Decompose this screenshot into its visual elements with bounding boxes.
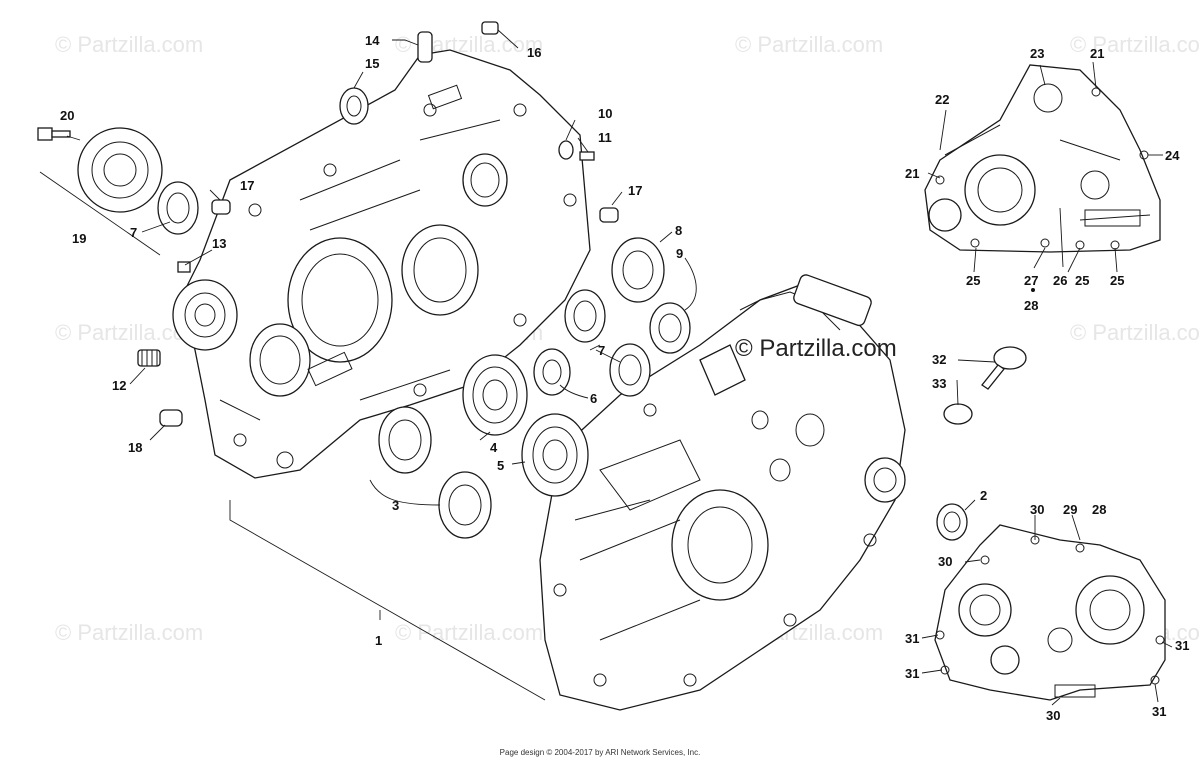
inset-crankcase-bottom-right — [934, 524, 1166, 701]
callout-31-b: 31 — [905, 666, 919, 681]
callout-3: 3 — [392, 498, 399, 513]
callout-10: 10 — [598, 106, 612, 121]
bearing-7-center — [564, 289, 651, 397]
callout-22: 22 — [935, 92, 949, 107]
dot-28 — [1031, 288, 1035, 292]
screw-11 — [579, 151, 595, 161]
o-ring-33 — [943, 403, 973, 425]
bearing-7-left — [157, 181, 199, 235]
dowel-18 — [159, 409, 183, 427]
oil-seal-housing-19 — [77, 127, 163, 213]
callout-26: 26 — [1053, 273, 1067, 288]
callout-31-c: 31 — [1175, 638, 1189, 653]
callout-27: 27 — [1024, 273, 1038, 288]
callout-7-left: 7 — [130, 225, 137, 240]
cap-16 — [481, 21, 499, 35]
dowel-pin-17-right — [599, 207, 619, 223]
dowel-pin-17-left — [211, 199, 231, 215]
small-parts — [37, 21, 1027, 541]
callout-9: 9 — [676, 246, 683, 261]
washer-10 — [558, 140, 574, 160]
bearing-8 — [611, 237, 665, 303]
callout-29: 29 — [1063, 502, 1077, 517]
watermark: © Partzilla.com — [395, 620, 543, 645]
callout-7-center: 7 — [598, 343, 605, 358]
callout-30-bottom: 30 — [1046, 708, 1060, 723]
callout-5: 5 — [497, 458, 504, 473]
callout-19: 19 — [72, 231, 86, 246]
callout-31-a: 31 — [905, 631, 919, 646]
bearing-6 — [533, 348, 571, 396]
callout-28-top: 28 — [1024, 298, 1038, 313]
spring-12 — [137, 349, 161, 367]
callout-14: 14 — [365, 33, 380, 48]
callout-25-b: 25 — [1075, 273, 1089, 288]
watermark: © Partzilla.com — [1070, 320, 1200, 345]
callout-4: 4 — [490, 440, 498, 455]
plug-13 — [177, 261, 191, 273]
callout-2: 2 — [980, 488, 987, 503]
callout-30-top: 30 — [1030, 502, 1044, 517]
oil-seal-2 — [936, 503, 968, 541]
callout-16: 16 — [527, 45, 541, 60]
callout-20: 20 — [60, 108, 74, 123]
callout-1: 1 — [375, 633, 382, 648]
callout-18: 18 — [128, 440, 142, 455]
watermark: © Partzilla.com — [55, 620, 203, 645]
callout-23: 23 — [1030, 46, 1044, 61]
bearing-4 — [462, 354, 528, 436]
callout-28-bottom: 28 — [1092, 502, 1106, 517]
callout-24: 24 — [1165, 148, 1180, 163]
callout-11: 11 — [598, 130, 612, 145]
bearing-9 — [649, 302, 691, 354]
callout-25-a: 25 — [966, 273, 980, 288]
callout-13: 13 — [212, 236, 226, 251]
callout-labels: 1 2 3 4 5 6 7 7 8 9 10 11 12 13 14 15 16… — [60, 33, 1189, 723]
page-footer: Page design © 2004-2017 by ARI Network S… — [499, 748, 701, 757]
bearing-3 — [378, 406, 492, 539]
callout-25-c: 25 — [1110, 273, 1124, 288]
watermark: © Partzilla.com — [735, 32, 883, 57]
dipstick-32 — [981, 346, 1027, 390]
callout-8: 8 — [675, 223, 682, 238]
watermark: © Partzilla.com — [1070, 32, 1200, 57]
callout-6: 6 — [590, 391, 597, 406]
callout-15: 15 — [365, 56, 379, 71]
callout-31-d: 31 — [1152, 704, 1166, 719]
callout-17-left: 17 — [240, 178, 254, 193]
oil-seal-15 — [339, 87, 369, 125]
callout-17-right: 17 — [628, 183, 642, 198]
leader-lines — [39, 29, 1173, 706]
callout-32: 32 — [932, 352, 946, 367]
callout-33: 33 — [932, 376, 946, 391]
watermark: © Partzilla.com — [55, 32, 203, 57]
bolt-20 — [37, 127, 71, 141]
bearing-5 — [521, 413, 589, 497]
callout-30-left: 30 — [938, 554, 952, 569]
pin-14 — [417, 31, 433, 63]
left-crankcase-half — [172, 49, 591, 479]
callout-21-left: 21 — [905, 166, 919, 181]
callout-12: 12 — [112, 378, 126, 393]
inset-crankcase-top-right — [924, 64, 1161, 292]
center-watermark: © Partzilla.com — [735, 335, 897, 362]
callout-21-top: 21 — [1090, 46, 1104, 61]
